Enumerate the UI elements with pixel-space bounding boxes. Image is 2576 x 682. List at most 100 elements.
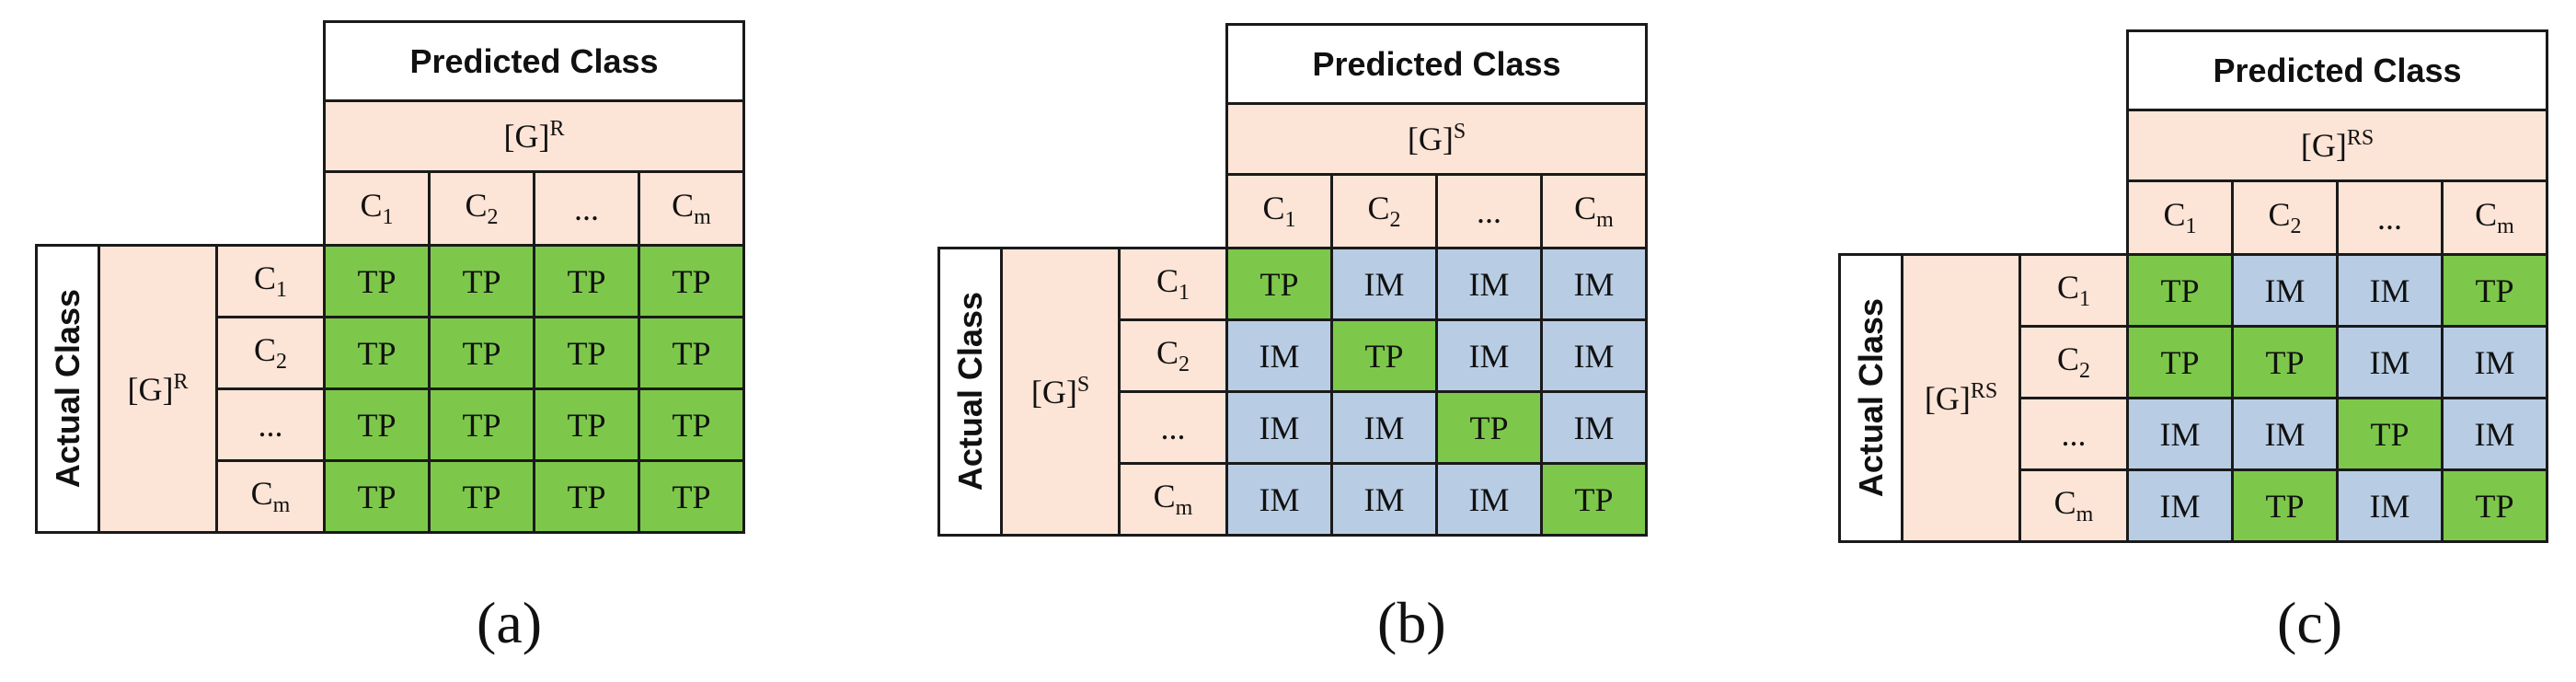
matrix-cell: TP <box>323 316 431 390</box>
matrix-cell: TP <box>323 387 431 462</box>
matrix-cell-value: TP <box>672 406 711 444</box>
matrix-cell: TP <box>2336 397 2444 471</box>
matrix-cell-value: TP <box>2370 415 2409 453</box>
matrix-cell-value: IM <box>1363 409 1405 446</box>
class-index: 2 <box>2079 359 2090 384</box>
predicted-class-cell: C2 <box>1330 173 1438 249</box>
class-symbol: C <box>2056 269 2079 306</box>
matrix-cell: IM <box>2126 397 2234 471</box>
actual-class-cell: C1 <box>1118 247 1228 321</box>
actual-group-header: [G]S <box>1000 247 1121 537</box>
predicted-class-label: Predicted Class <box>1312 44 1561 83</box>
matrix-cell-value: IM <box>2159 415 2201 453</box>
matrix-cell-value: IM <box>2264 272 2306 309</box>
actual-class-cell: Cm <box>215 459 326 534</box>
class-symbol: C <box>250 475 273 513</box>
actual-class-label-3: Cm <box>1154 477 1193 521</box>
ellipsis: ... <box>574 190 599 227</box>
matrix-cell-value: IM <box>2474 415 2515 453</box>
matrix-cell-value: TP <box>567 334 606 372</box>
matrix-cell-value: TP <box>462 406 501 444</box>
group-superscript: S <box>1076 372 1090 397</box>
predicted-class-label-2: ... <box>574 190 599 228</box>
class-index: 2 <box>1179 353 1190 377</box>
predicted-class-cell: C1 <box>1225 173 1333 249</box>
matrix-cell: IM <box>1435 462 1543 537</box>
matrix-cell: TP <box>638 459 745 534</box>
matrix-cell-value: IM <box>2159 487 2201 525</box>
matrix-cell-value: TP <box>2475 487 2514 525</box>
class-index: m <box>2497 214 2514 239</box>
matrix-cell-value: TP <box>1364 337 1404 375</box>
matrix-cell: TP <box>1225 247 1333 321</box>
predicted-class-cell: ... <box>1435 173 1543 249</box>
matrix-cell: IM <box>2336 468 2444 543</box>
matrix-cell-value: IM <box>1573 409 1615 446</box>
class-index: 2 <box>487 205 499 230</box>
actual-class-label-1: C2 <box>2057 340 2090 384</box>
actual-class-label-0: C1 <box>254 259 287 303</box>
matrix-cell-value: TP <box>567 478 606 515</box>
predicted-class-cell: Cm <box>1540 173 1648 249</box>
actual-class-cell: C2 <box>1118 318 1228 393</box>
matrix-cell: IM <box>2231 253 2339 328</box>
matrix-cell: TP <box>428 459 535 534</box>
class-index: 1 <box>1179 281 1190 306</box>
predicted-class-header: Predicted Class <box>323 20 745 102</box>
actual-class-label-0: C1 <box>1156 261 1190 306</box>
group-text: [G] <box>127 370 174 408</box>
matrix-cell-value: IM <box>1468 480 1510 518</box>
actual-class-label-1: C2 <box>1156 333 1190 377</box>
actual-class-label-2: ... <box>259 406 283 445</box>
predicted-class-label-2: ... <box>2377 199 2402 237</box>
matrix-cell: IM <box>2126 468 2234 543</box>
matrix-cell: IM <box>1540 247 1648 321</box>
predicted-class-cell: C2 <box>2231 179 2339 256</box>
matrix-cell-value: TP <box>567 406 606 444</box>
ellipsis: ... <box>1477 192 1501 230</box>
matrix-cell-value: IM <box>2369 272 2410 309</box>
matrix-cell: IM <box>1330 462 1438 537</box>
group-text: [G] <box>1924 379 1971 417</box>
matrix-cell-value: IM <box>1363 265 1405 303</box>
matrix-cell: IM <box>2231 397 2339 471</box>
matrix-cell-value: TP <box>672 478 711 515</box>
class-symbol: C <box>1156 262 1179 300</box>
actual-class-cell: C1 <box>215 244 326 318</box>
class-symbol: C <box>1153 478 1176 515</box>
matrix-cell-value: TP <box>357 334 397 372</box>
class-symbol: C <box>2163 196 2186 234</box>
actual-class-label: Actual Class <box>1851 298 1890 498</box>
class-index: m <box>272 493 291 518</box>
class-symbol: C <box>2475 196 2498 234</box>
actual-class-label-2: ... <box>2062 415 2087 454</box>
class-symbol: C <box>2053 484 2076 522</box>
predicted-group-label: [G]R <box>504 117 565 156</box>
matrix-cell: IM <box>1435 318 1543 393</box>
matrix-cell-value: IM <box>1468 337 1510 375</box>
matrix-cell-value: TP <box>2160 343 2200 381</box>
predicted-group-header: [G]RS <box>2126 109 2548 182</box>
actual-class-label: Actual Class <box>950 292 989 491</box>
group-superscript: R <box>173 369 189 394</box>
matrix-cell-value: TP <box>1469 409 1509 446</box>
matrix-cell-value: TP <box>462 334 501 372</box>
matrix-cell: IM <box>1225 318 1333 393</box>
class-symbol: C <box>1262 190 1285 227</box>
matrix-cell: TP <box>428 387 535 462</box>
actual-class-cell: C2 <box>2018 325 2129 399</box>
matrix-cell-value: TP <box>357 478 397 515</box>
matrix-cell-value: TP <box>2265 343 2305 381</box>
actual-class-cell: ... <box>1118 390 1228 465</box>
group-text: [G] <box>1407 121 1454 157</box>
matrix-cell: TP <box>1540 462 1648 537</box>
matrix-cell: TP <box>428 316 535 390</box>
matrix-cell-value: TP <box>672 334 711 372</box>
class-index: 1 <box>276 278 287 303</box>
class-index: 1 <box>382 205 394 230</box>
matrix-cell-value: IM <box>1259 480 1300 518</box>
matrix-cell-value: IM <box>2474 343 2515 381</box>
actual-class-label-1: C2 <box>254 330 287 375</box>
matrix-cell: IM <box>1435 247 1543 321</box>
ellipsis: ... <box>1160 409 1186 446</box>
